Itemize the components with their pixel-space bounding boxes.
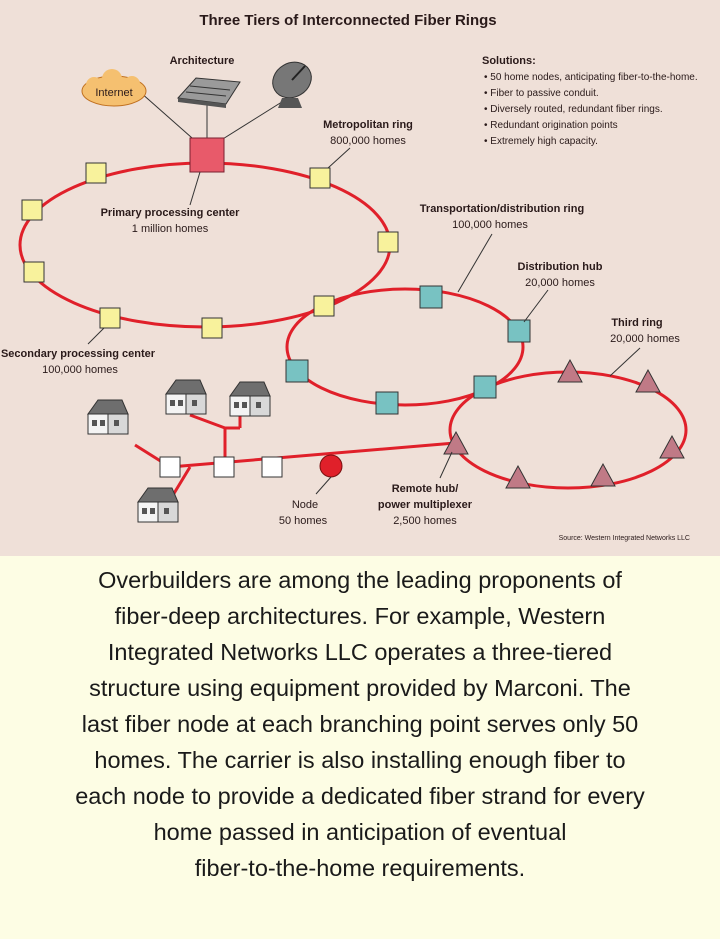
metro-node xyxy=(99,307,121,329)
remote-hub-label: Remote hub/ xyxy=(392,483,459,495)
solution-item: • Diversely routed, redundant fiber ring… xyxy=(484,104,663,115)
caption-line: Integrated Networks LLC operates a three… xyxy=(107,639,613,665)
node-label: Node xyxy=(292,499,318,511)
fiber-node xyxy=(319,454,343,478)
third-ring-homes: 20,000 homes xyxy=(610,333,680,345)
transport-node xyxy=(375,391,399,415)
source-links xyxy=(139,91,286,146)
transportation-ring xyxy=(285,287,525,407)
distribution-hub-homes: 20,000 homes xyxy=(525,277,595,289)
third-ring-nodes xyxy=(443,358,685,489)
internet-cloud-icon: Internet xyxy=(81,69,147,107)
metro-node xyxy=(201,317,223,339)
secondary-center-homes: 100,000 homes xyxy=(42,364,118,376)
transport-node xyxy=(285,359,309,383)
metro-ring-label: Metropolitan ring xyxy=(323,119,413,131)
remote-hub-label-2: power multiplexer xyxy=(378,499,473,511)
distribution-hub-label: Distribution hub xyxy=(518,261,603,273)
third-ring-node xyxy=(659,434,685,459)
third-ring-node xyxy=(635,368,661,393)
primary-center-homes: 1 million homes xyxy=(132,223,209,235)
transport-node xyxy=(419,285,443,309)
diagram-canvas: Three Tiers of Interconnected Fiber Ring… xyxy=(1,12,698,542)
caption-line: fiber-to-the-home requirements. xyxy=(194,855,526,881)
metro-node xyxy=(313,295,335,317)
metro-ring-nodes xyxy=(21,162,399,339)
metro-node xyxy=(21,199,43,221)
solution-item: • Fiber to passive conduit. xyxy=(484,88,599,99)
transport-ring-label: Transportation/distribution ring xyxy=(420,203,584,215)
caption-line: homes. The carrier is also installing en… xyxy=(94,747,626,773)
svg-text:Internet: Internet xyxy=(95,87,132,99)
secondary-center-label: Secondary processing center xyxy=(1,348,156,360)
caption: Overbuilders are among the leading propo… xyxy=(0,556,720,939)
branch-boxes xyxy=(159,456,283,478)
branch-box xyxy=(261,456,283,478)
metro-node xyxy=(377,231,399,253)
server-icon xyxy=(176,77,241,108)
house-icon xyxy=(137,487,179,523)
remote-hub-homes: 2,500 homes xyxy=(393,515,457,527)
metro-ring-homes: 800,000 homes xyxy=(330,135,406,147)
solution-item: • Redundant origination points xyxy=(484,120,618,131)
primary-center-label: Primary processing center xyxy=(101,207,241,219)
satellite-dish-icon xyxy=(272,61,312,108)
solution-item: • 50 home nodes, anticipating fiber-to-t… xyxy=(484,72,698,83)
transport-ring-homes: 100,000 homes xyxy=(452,219,528,231)
house-icon xyxy=(165,379,207,415)
solution-item: • Extremely high capacity. xyxy=(484,136,598,147)
node-homes: 50 homes xyxy=(279,515,328,527)
third-ring-node xyxy=(557,358,583,383)
branch-box xyxy=(159,456,181,478)
distribution-hub-node xyxy=(507,319,531,343)
caption-line: structure using equipment provided by Ma… xyxy=(89,675,631,701)
source-credit: Source: Western Integrated Networks LLC xyxy=(559,535,690,542)
branch-box xyxy=(213,456,235,478)
third-ring-label: Third ring xyxy=(611,317,662,329)
transport-node xyxy=(473,375,497,399)
caption-line: fiber-deep architectures. For example, W… xyxy=(114,603,606,629)
metro-node xyxy=(23,261,45,283)
solutions-title: Solutions: xyxy=(482,55,536,67)
caption-line: each node to provide a dedicated fiber s… xyxy=(75,783,645,809)
fiber-rings-diagram: Three Tiers of Interconnected Fiber Ring… xyxy=(0,0,720,556)
transport-ring-nodes xyxy=(285,285,531,415)
primary-processing-center xyxy=(189,137,225,173)
caption-line: Overbuilders are among the leading propo… xyxy=(98,567,622,593)
third-ring-node xyxy=(505,464,531,489)
house-icon xyxy=(229,381,271,417)
metro-node xyxy=(309,167,331,189)
solutions-list: • 50 home nodes, anticipating fiber-to-t… xyxy=(484,72,698,147)
metro-node xyxy=(85,162,107,184)
diagram-title: Three Tiers of Interconnected Fiber Ring… xyxy=(199,12,496,29)
third-ring-node xyxy=(590,462,616,487)
caption-line: last fiber node at each branching point … xyxy=(81,711,639,737)
house-icon xyxy=(87,399,129,435)
architecture-label: Architecture xyxy=(170,55,235,67)
caption-line: home passed in anticipation of eventual xyxy=(153,819,567,845)
house-icons xyxy=(87,379,271,523)
remote-hub-node xyxy=(443,430,469,455)
